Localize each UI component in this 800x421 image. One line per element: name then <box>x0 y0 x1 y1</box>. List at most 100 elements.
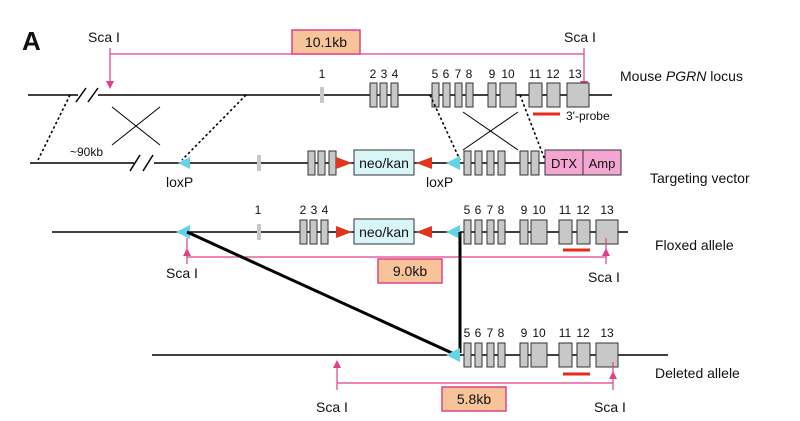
exon <box>328 150 337 176</box>
exon-row-vector <box>257 150 540 176</box>
cre-recombination-line-diagonal <box>186 230 453 355</box>
exon-number: 11 <box>529 67 542 81</box>
exon <box>454 82 463 108</box>
exon <box>497 150 506 176</box>
exon-number: 9 <box>521 326 528 340</box>
break-mark-vector <box>129 154 154 172</box>
row-label-locus-gene: PGRN <box>666 68 707 84</box>
exon-number: 12 <box>576 203 590 217</box>
exon <box>576 342 591 368</box>
exon-number: 2 <box>300 203 307 217</box>
mouse-pgrn-locus-row: Sca I Sca I 10.1kb 1 <box>28 29 743 123</box>
row-label-locus-prefix: Mouse <box>620 68 666 84</box>
fragment-size-box-deleted <box>441 386 507 412</box>
exon <box>474 150 483 176</box>
exon-number: 6 <box>475 203 482 217</box>
row-label-locus: Mouse PGRN locus <box>620 68 743 84</box>
exon <box>474 342 483 368</box>
exon-numbers-deleted: 5 6 7 8 9 10 11 12 13 <box>464 326 614 340</box>
exon <box>317 150 326 176</box>
exon <box>390 82 399 108</box>
exon-number: 13 <box>600 203 614 217</box>
homologous-recombination-lines <box>37 94 546 161</box>
sca-site-label-deleted-right: Sca I <box>594 399 626 415</box>
exon <box>309 219 318 245</box>
sca-site-label-floxed-right: Sca I <box>588 269 620 285</box>
exon <box>558 342 573 368</box>
exon-number: 8 <box>498 326 505 340</box>
loxp-label-right: loxP <box>426 174 453 190</box>
exon-number: 10 <box>501 67 515 81</box>
exon-number: 3 <box>381 67 388 81</box>
exon <box>497 342 506 368</box>
neo-kan-label-vector: neo/kan <box>359 155 409 171</box>
sca-site-arrowhead-floxed-left <box>183 248 191 256</box>
fragment-size-box-wild-type <box>291 29 361 55</box>
exon <box>595 342 619 368</box>
exon <box>530 342 548 368</box>
sca-site-label-deleted-left: Sca I <box>316 399 348 415</box>
exon-number: 13 <box>600 326 614 340</box>
exon <box>497 219 506 245</box>
fragment-size-wild-type: 10.1kb <box>305 34 347 50</box>
exon-number: 10 <box>532 326 546 340</box>
exon <box>463 150 472 176</box>
exon-number: 7 <box>487 203 494 217</box>
exon-number: 5 <box>464 326 471 340</box>
amp-label: Amp <box>589 156 616 171</box>
exon-number: 11 <box>559 203 572 217</box>
exon-numbers-floxed: 1 2 3 4 5 6 7 8 9 10 11 12 13 <box>255 203 614 217</box>
exon <box>546 82 561 108</box>
exon <box>487 82 497 108</box>
homology-arm-length: ~90kb <box>70 145 103 159</box>
exon <box>307 150 316 176</box>
exon <box>486 150 495 176</box>
exon <box>486 342 495 368</box>
exon <box>257 224 261 240</box>
exon-number: 6 <box>443 67 450 81</box>
exon-number: 9 <box>489 67 496 81</box>
exon-number: 13 <box>568 67 582 81</box>
neo-kan-cassette-floxed <box>353 218 415 245</box>
exon-number: 10 <box>532 203 546 217</box>
exon <box>530 150 540 176</box>
exon <box>379 82 388 108</box>
exon-number: 9 <box>521 203 528 217</box>
row-label-deleted: Deleted allele <box>655 365 740 381</box>
crossover-mark-right <box>462 111 519 151</box>
exon-number: 5 <box>464 203 471 217</box>
exon <box>474 219 483 245</box>
exon <box>528 82 543 108</box>
exon-numbers-locus: 1 2 3 4 5 6 7 8 9 10 11 12 13 <box>319 67 582 81</box>
sca-site-label-locus-left: Sca I <box>88 29 120 45</box>
frt-site-vector-right <box>416 157 432 169</box>
loxp-site-floxed-right <box>446 225 460 239</box>
panel-letter: A <box>22 26 41 56</box>
exon <box>486 219 495 245</box>
exon-number: 6 <box>475 326 482 340</box>
neo-kan-label-floxed: neo/kan <box>359 224 409 240</box>
exon <box>530 219 548 245</box>
exon-number: 2 <box>370 67 377 81</box>
fragment-size-deleted: 5.8kb <box>457 391 491 407</box>
exon <box>499 82 517 108</box>
exon-number: 5 <box>432 67 439 81</box>
neo-kan-cassette-vector <box>353 149 415 176</box>
exon <box>257 155 261 171</box>
exon-number: 4 <box>392 67 399 81</box>
exon-number: 12 <box>546 67 560 81</box>
exon <box>463 342 472 368</box>
exon-row-locus <box>320 82 590 108</box>
exon <box>465 82 474 108</box>
exon <box>463 219 472 245</box>
exon-number: 12 <box>576 326 590 340</box>
loxp-site-floxed-left <box>176 225 190 239</box>
row-label-vector: Targeting vector <box>650 170 750 186</box>
row-label-locus-suffix: locus <box>706 68 743 84</box>
sca-site-arrowhead-deleted-right <box>609 371 617 379</box>
floxed-allele-row: 1 2 3 4 5 6 7 8 9 10 11 12 13 neo/kan Sc… <box>52 203 734 285</box>
exon-number: 4 <box>322 203 329 217</box>
crossover-mark-left <box>111 106 161 146</box>
exon <box>369 82 378 108</box>
